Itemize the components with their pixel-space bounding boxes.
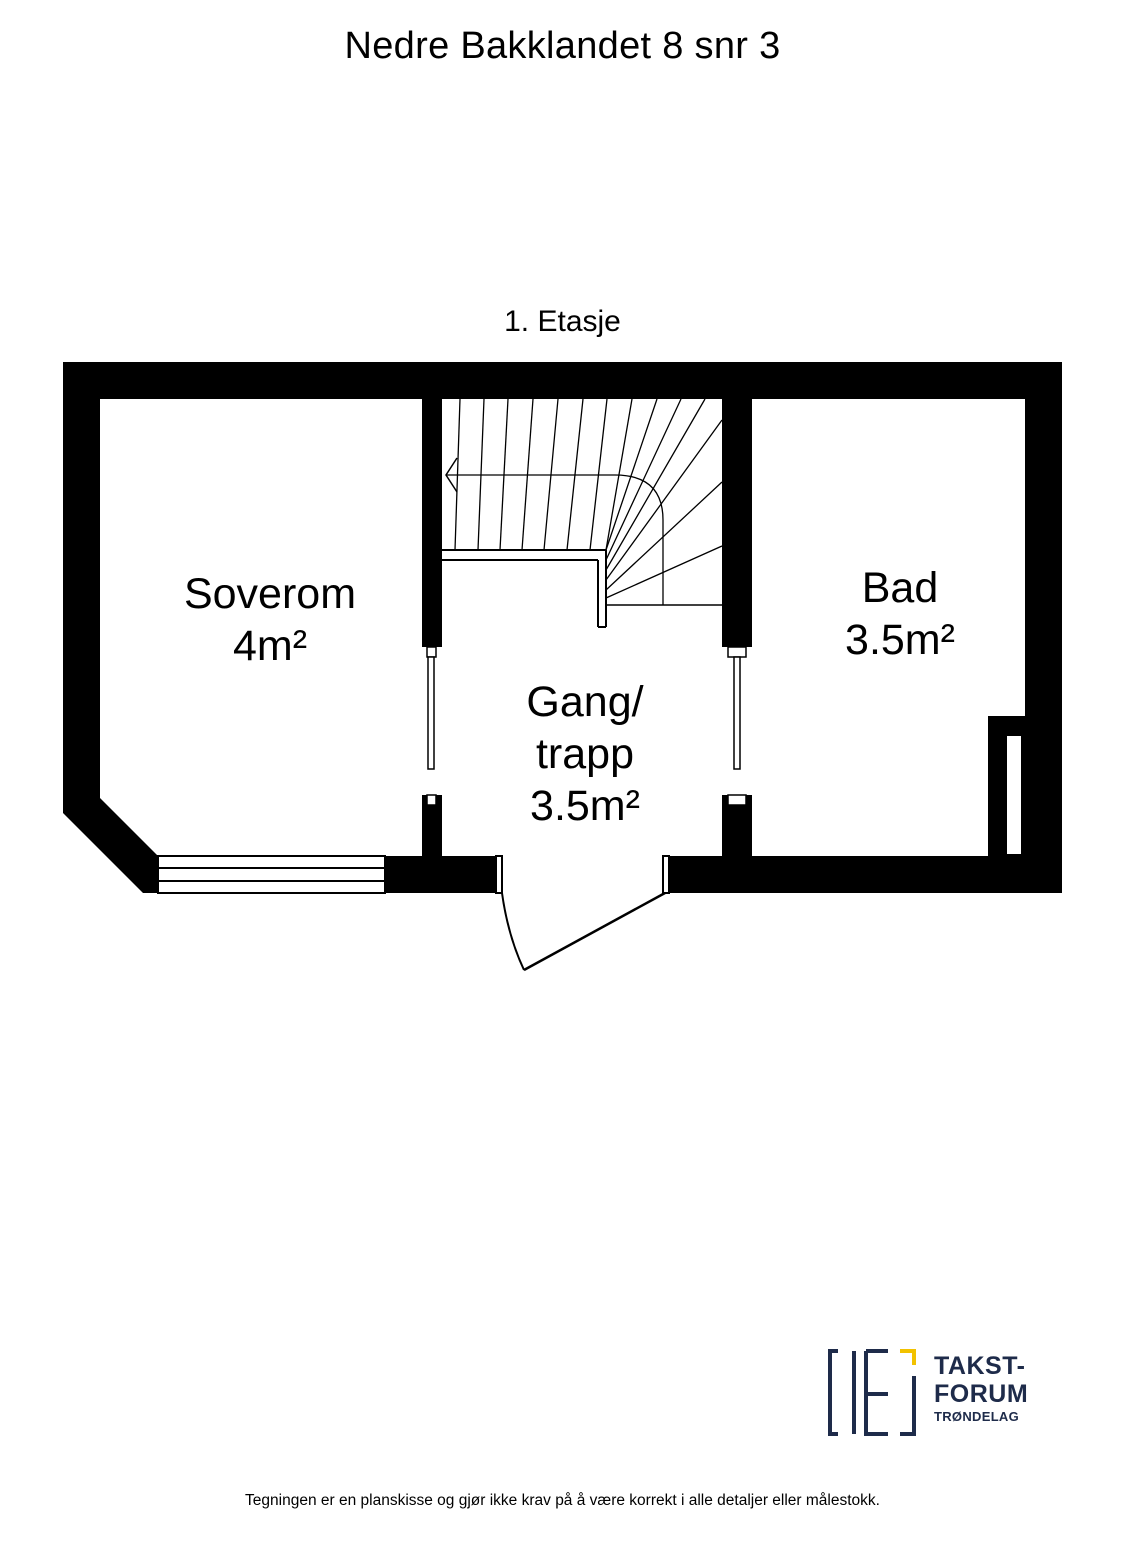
room-soverom-area: 4m² [232,622,308,670]
shaft-bad [988,716,1025,856]
floor-label: 1. Etasje [504,305,621,338]
room-gang-name-line1: Gang/ [526,678,644,726]
window-soverom [157,855,386,894]
door-bad [727,646,747,806]
room-gang-area: 3.5m² [530,782,640,830]
disclaimer-text: Tegningen er en planskisse og gjør ikke … [245,1492,880,1509]
door-soverom [426,646,437,806]
interior-wall-right-upper [722,399,752,647]
logo-line3: TRØNDELAG [934,1409,1020,1424]
takstforum-logo-text: TAKST- FORUM TRØNDELAG [934,1352,1029,1424]
logo-line1: TAKST- [934,1352,1026,1380]
room-bad: Bad 3.5m² [790,562,1010,666]
room-soverom: Soverom 4m² [150,568,390,672]
room-bad-area: 3.5m² [845,616,955,664]
room-gang-name-line2: trapp [535,730,634,778]
entrance-door [495,855,670,972]
takstforum-logo-icon [828,1349,916,1436]
room-soverom-name: Soverom [183,570,357,618]
takstforum-logo: TAKST- FORUM TRØNDELAG [826,1348,1046,1438]
room-gang-trapp: Gang/ trapp 3.5m² [470,676,700,832]
logo-line2: FORUM [934,1380,1029,1408]
interior-wall-left-lower [422,795,442,856]
plan-title: Nedre Bakklandet 8 snr 3 [344,25,781,67]
room-bad-name: Bad [861,564,939,612]
staircase [442,398,723,628]
interior-wall-left-upper [422,399,442,647]
